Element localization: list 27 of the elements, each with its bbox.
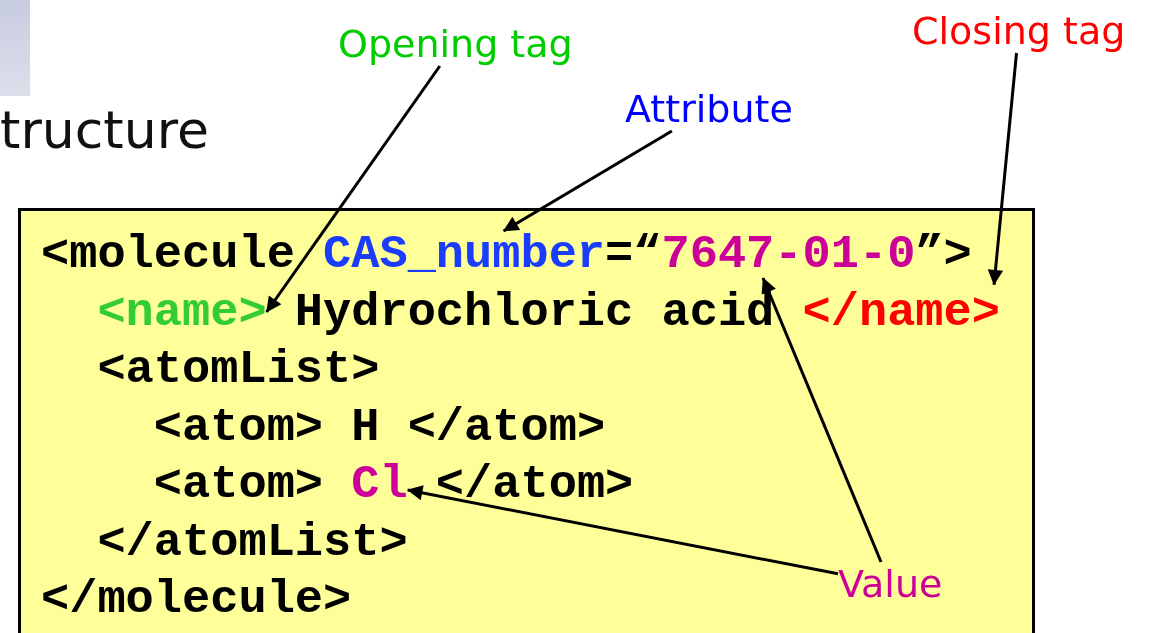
code-text: ”>	[915, 231, 972, 278]
slide-title: tructure	[0, 100, 209, 160]
leader-line	[407, 485, 839, 576]
highlighted-code-text: </name>	[802, 288, 1000, 336]
leader-line	[265, 65, 442, 313]
highlighted-code-text: Cl	[351, 461, 408, 508]
code-text: Hydrochloric acid	[294, 288, 775, 336]
callout-label: Attribute	[625, 87, 793, 131]
code-box	[18, 208, 1035, 633]
highlighted-code-text: 7647-01-0	[661, 231, 916, 278]
code-text: <atom>	[153, 461, 324, 508]
highlighted-code-text: CAS_number	[323, 231, 606, 278]
code-text: =“	[605, 231, 662, 278]
callout-label: Closing tag	[912, 9, 1126, 53]
callout-label: Opening tag	[338, 22, 573, 66]
callout-label: Value	[838, 562, 943, 606]
highlighted-code-text: <name>	[97, 288, 267, 336]
code-text: <atomList>	[97, 346, 380, 393]
leader-line	[987, 52, 1018, 286]
code-text: </atom>	[435, 461, 634, 508]
code-text: <atom> H </atom>	[153, 403, 606, 451]
code-text: </atomList>	[97, 518, 408, 566]
code-text: </molecule>	[41, 576, 352, 623]
leader-line	[761, 277, 883, 563]
leader-line	[502, 129, 673, 233]
gradient-band	[0, 0, 30, 96]
code-text: <molecule	[41, 231, 295, 278]
